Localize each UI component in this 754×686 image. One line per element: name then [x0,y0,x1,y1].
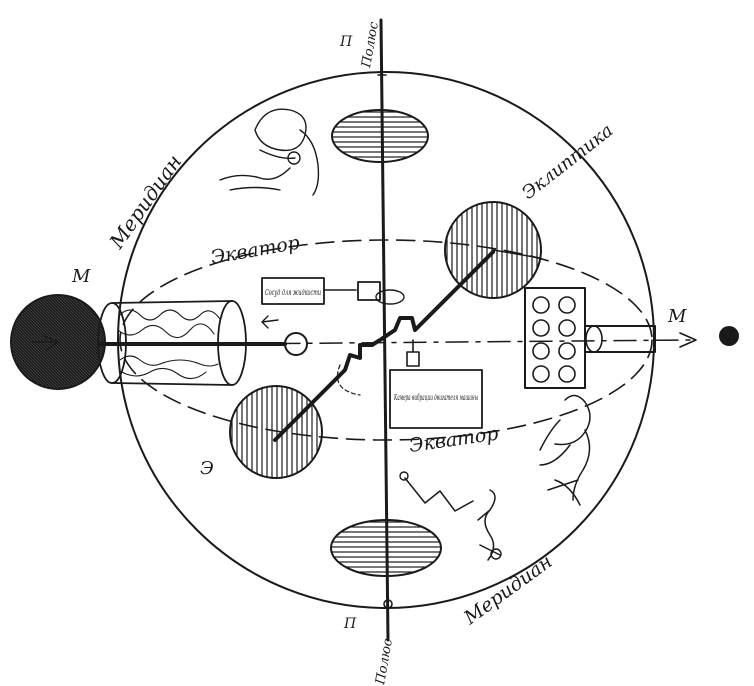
diagonal-crank-shaft [273,250,495,442]
right-block [524,287,656,389]
center-small-block [406,351,420,367]
figure-bottom-right [539,394,591,506]
label-meridian-bottom: Меридиан [459,551,556,630]
right-small-dot [719,326,739,346]
label-mark-E-left: Э [200,458,214,479]
lower-label-box [389,369,483,429]
upper-label-text: Сосуд для жидкости [265,288,321,297]
left-curved-arrow [261,315,279,329]
label-mark-M-left: М [71,266,91,287]
label-equator-top: Экватор [209,232,301,269]
lower-label-text: Камера вибрации двигателя машины [393,393,478,402]
figure-top-left [219,108,320,196]
figure-bottom-middle [399,471,502,561]
label-mark-M-right: М [667,306,687,327]
center-top-block [357,281,381,301]
top-pole-disk [331,109,429,163]
label-mark-P-top: П [339,34,353,50]
left-cylinder [97,300,308,386]
upper-label-box [261,277,325,305]
label-ecliptic-right: Эклиптика [518,120,617,204]
label-mark-P-bottom: П [343,616,357,632]
label-meridian-top: Меридиан [104,150,187,254]
axis-arrow-head [679,332,697,348]
bottom-pole-disk [330,519,442,577]
label-axis-bottom: Полюс [373,637,396,686]
lower-left-disk [229,385,323,479]
label-axis-top: Полюс [359,20,382,70]
